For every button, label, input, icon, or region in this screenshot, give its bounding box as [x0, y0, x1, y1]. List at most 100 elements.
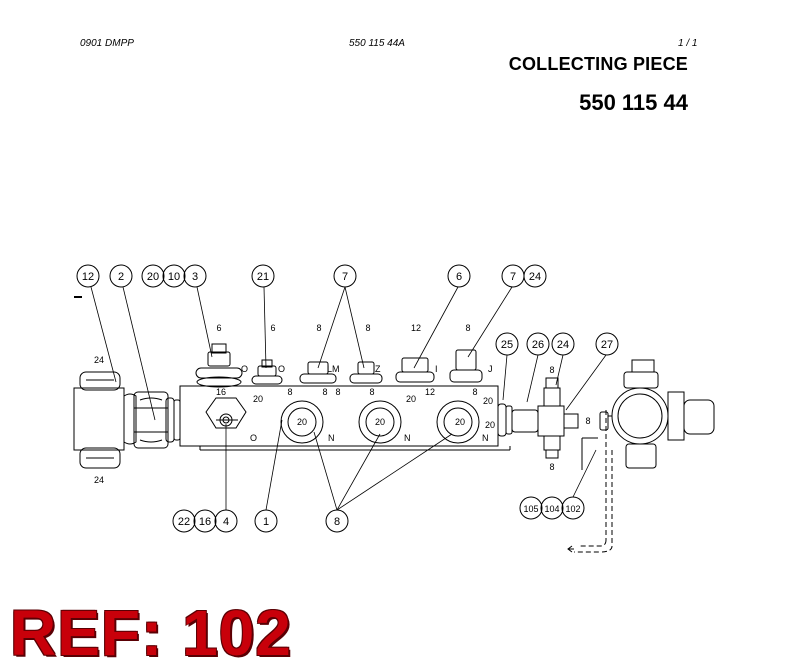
callout-label: 7 — [510, 271, 516, 283]
callout-balloon[interactable]: 104 — [540, 496, 564, 520]
callout-balloon[interactable]: 7 — [333, 264, 357, 288]
callout-label: 16 — [199, 516, 211, 528]
port-size: 8 — [465, 323, 470, 333]
port-size: 8 — [316, 323, 321, 333]
part-number: 550 115 44 — [579, 90, 688, 115]
size-label: 8 — [287, 387, 292, 397]
port-fitting-2[interactable] — [251, 359, 283, 385]
callout-label: 12 — [82, 271, 94, 283]
bracket[interactable] — [581, 437, 598, 470]
callout-label: 22 — [178, 516, 190, 528]
drawing-title: COLLECTING PIECE — [508, 54, 688, 74]
port-size: 12 — [411, 323, 421, 333]
callout-balloon[interactable]: 4 — [214, 509, 238, 533]
body-letter: O — [250, 433, 257, 443]
front-port[interactable]: 20 — [280, 400, 324, 444]
front-port[interactable]: 20 — [358, 400, 402, 444]
callout-label: 2 — [118, 271, 124, 283]
callout-balloon[interactable]: 7 — [501, 264, 525, 288]
callout-balloon[interactable]: 20 — [141, 264, 165, 288]
callout-label: 21 — [257, 271, 269, 283]
callout-balloon[interactable]: 6 — [447, 264, 471, 288]
port-size-label: 20 — [297, 417, 307, 427]
size-label: 20 — [483, 396, 493, 406]
port-fitting-6[interactable] — [449, 349, 483, 383]
callout-balloon[interactable]: 12 — [76, 264, 100, 288]
front-valve[interactable] — [205, 397, 247, 429]
callout-label: 24 — [529, 271, 541, 283]
callout-label: 105 — [523, 504, 538, 514]
right-valve-assembly[interactable] — [599, 359, 715, 469]
callout-label: 6 — [456, 271, 462, 283]
size-label: 8 — [549, 462, 554, 472]
callout-label: 10 — [168, 271, 180, 283]
callout-balloon[interactable]: 24 — [523, 264, 547, 288]
callout-balloon[interactable]: 10 — [162, 264, 186, 288]
header-document-code: 0901 DMPP — [80, 38, 134, 49]
port-letter: O — [278, 364, 285, 374]
callout-label: 26 — [532, 339, 544, 351]
callout-balloon[interactable]: 1 — [254, 509, 278, 533]
callout-balloon[interactable]: 24 — [551, 332, 575, 356]
front-port[interactable]: 20 — [436, 400, 480, 444]
callout-label: 104 — [544, 504, 559, 514]
size-label: 24 — [94, 355, 104, 365]
callout-balloon[interactable]: 26 — [526, 332, 550, 356]
size-label: 8 — [335, 387, 340, 397]
body-letter: N — [482, 433, 489, 443]
size-label: 20 — [485, 420, 495, 430]
tee-fitting[interactable] — [511, 377, 579, 459]
size-label: 16 — [216, 387, 226, 397]
size-label: 12 — [425, 387, 435, 397]
port-size: 8 — [365, 323, 370, 333]
callout-balloon[interactable]: 27 — [595, 332, 619, 356]
size-label: 8 — [322, 387, 327, 397]
header-drawing-number: 550 115 44A — [349, 38, 405, 49]
port-size-label: 20 — [375, 417, 385, 427]
callout-balloon[interactable]: 8 — [325, 509, 349, 533]
size-label: 20 — [253, 394, 263, 404]
callout-label: 25 — [501, 339, 513, 351]
size-label: 8 — [585, 416, 590, 426]
callout-balloon[interactable]: 16 — [193, 509, 217, 533]
callout-label: 20 — [147, 271, 159, 283]
callout-balloon[interactable]: 105 — [519, 496, 543, 520]
size-label: 20 — [406, 394, 416, 404]
callout-label: 24 — [557, 339, 569, 351]
pipe-arrow — [567, 545, 574, 553]
port-size-label: 20 — [455, 417, 465, 427]
header-page-number: 1 / 1 — [678, 38, 698, 49]
callout-balloon[interactable]: 22 — [172, 509, 196, 533]
callout-label: 7 — [342, 271, 348, 283]
callout-balloon[interactable]: 2 — [109, 264, 133, 288]
drain-pipe — [574, 410, 613, 553]
callout-label: 3 — [192, 271, 198, 283]
port-letter: I — [435, 364, 438, 374]
callout-label: 102 — [565, 504, 580, 514]
callout-label: 1 — [263, 516, 269, 528]
port-fitting-5[interactable] — [395, 357, 435, 383]
port-size: 6 — [270, 323, 275, 333]
port-letter: Z — [375, 364, 381, 374]
callout-label: 8 — [334, 516, 340, 528]
left-union-fitting[interactable] — [73, 371, 137, 469]
callout-balloon[interactable]: 25 — [495, 332, 519, 356]
size-label: 24 — [94, 475, 104, 485]
right-washers[interactable] — [497, 403, 513, 437]
left-nut[interactable] — [133, 391, 169, 449]
body-letter: N — [328, 433, 335, 443]
port-fitting-1[interactable] — [195, 343, 243, 388]
callout-balloon[interactable]: 102 — [561, 496, 585, 520]
size-label: 8 — [549, 365, 554, 375]
callout-label: 4 — [223, 516, 229, 528]
port-letter: LM — [327, 364, 340, 374]
callout-balloon[interactable]: 21 — [251, 264, 275, 288]
callout-label: 27 — [601, 339, 613, 351]
port-fitting-3[interactable] — [299, 361, 337, 384]
body-letter: N — [404, 433, 411, 443]
callout-balloon[interactable]: 3 — [183, 264, 207, 288]
port-fitting-4[interactable] — [349, 361, 383, 384]
port-size: 6 — [216, 323, 221, 333]
ref-label: REF: 102 — [10, 597, 292, 669]
